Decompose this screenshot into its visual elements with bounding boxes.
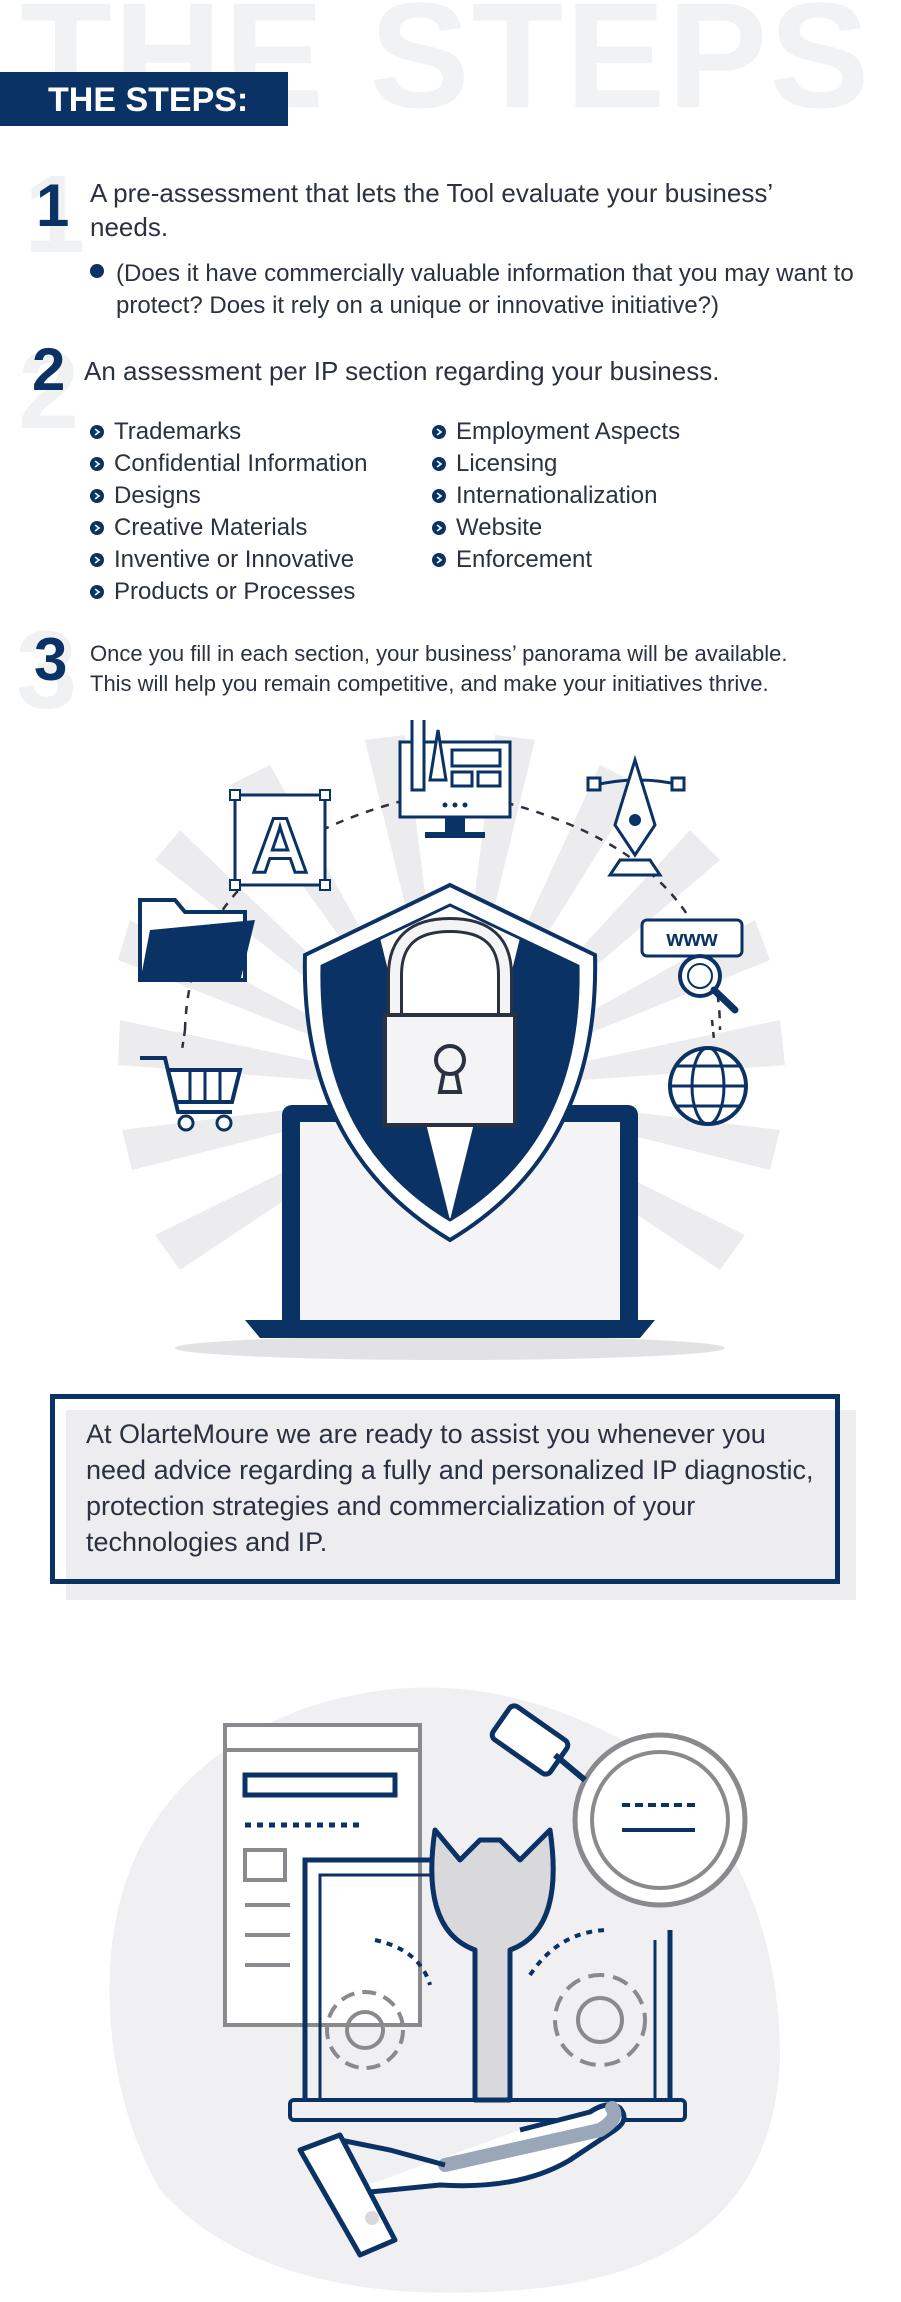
step-1-bullet-text: (Does it have commercially valuable info… [116, 260, 854, 319]
quote-text: At OlarteMoure we are ready to assist yo… [86, 1419, 814, 1557]
chevron-right-icon [90, 489, 104, 503]
list-item: Inventive or Innovative [90, 546, 354, 574]
list-item: Enforcement [432, 546, 592, 574]
section-label: Licensing [456, 450, 558, 477]
letter-a-icon: A [229, 789, 331, 891]
section-label: Inventive or Innovative [114, 546, 355, 573]
step-2-number: 2 [32, 336, 66, 403]
chevron-right-icon [90, 521, 104, 535]
ground-shadow [175, 1336, 725, 1360]
chevron-right-icon [432, 521, 446, 535]
chevron-right-icon [90, 585, 104, 599]
step-1-bg-number: 1 [24, 153, 86, 276]
list-item: Employment Aspects [432, 418, 680, 446]
motion-arc [374, 1938, 432, 1986]
list-item: Licensing [432, 450, 557, 478]
section-label: Trademarks [114, 418, 242, 445]
security-illustration: A www [118, 720, 785, 1360]
chevron-right-icon [432, 425, 446, 439]
section-label: Designs [114, 482, 201, 509]
pen-tool-icon [586, 754, 686, 877]
list-item: Confidential Information [90, 450, 367, 478]
list-item: Creative Materials [90, 514, 307, 542]
list-item: Trademarks [90, 418, 241, 446]
step-3-line-1: Once you fill in each section, your busi… [90, 641, 788, 666]
section-label: Creative Materials [114, 514, 308, 541]
hand-icon [297, 2101, 627, 2258]
chevron-right-icon [90, 425, 104, 439]
motion-arc [528, 1928, 611, 1977]
title-banner [0, 72, 288, 126]
list-item: Products or Processes [90, 578, 355, 606]
section-label: Website [456, 514, 543, 541]
chevron-right-icon [90, 553, 104, 567]
page-title: THE STEPS: [48, 81, 249, 119]
step-3-line-2: This will help you remain competitive, a… [90, 671, 769, 696]
folder-icon [138, 898, 255, 982]
monitor-tools-icon [398, 720, 512, 838]
services-illustration [109, 1687, 781, 2293]
svg-text:www: www [665, 926, 718, 951]
svg-text:A: A [252, 801, 308, 889]
shield-lock-icon [302, 882, 598, 1243]
section-label: Employment Aspects [456, 418, 681, 445]
quote-box [50, 1394, 840, 1584]
section-label: Products or Processes [114, 578, 356, 605]
step-2-text: An assessment per IP section regarding y… [84, 356, 720, 386]
chevron-right-icon [432, 457, 446, 471]
step-1-text: A pre-assessment that lets the Tool eval… [90, 178, 773, 242]
quote-shadow [66, 1410, 856, 1600]
list-item: Designs [90, 482, 201, 510]
step-3-number: 3 [34, 626, 68, 693]
wrench-icon [429, 1827, 556, 2103]
globe-icon [668, 1046, 748, 1126]
section-label: Internationalization [456, 482, 658, 509]
shopping-cart-icon [140, 1056, 243, 1132]
chevron-right-icon [432, 489, 446, 503]
list-item: Internationalization [432, 482, 657, 510]
step-1-number: 1 [36, 172, 70, 239]
step-3-bg-number: 3 [16, 609, 78, 732]
www-search-icon: www [640, 918, 744, 1014]
gear-icon [325, 1973, 647, 2070]
step-2-bg-number: 2 [18, 329, 80, 452]
section-label: Confidential Information [114, 450, 368, 477]
chevron-right-icon [432, 553, 446, 567]
section-label: Enforcement [456, 546, 593, 573]
step-1-bullet-icon [90, 264, 104, 278]
list-item: Website [432, 514, 542, 542]
chevron-right-icon [90, 457, 104, 471]
magnifier-icon [489, 1703, 748, 1908]
